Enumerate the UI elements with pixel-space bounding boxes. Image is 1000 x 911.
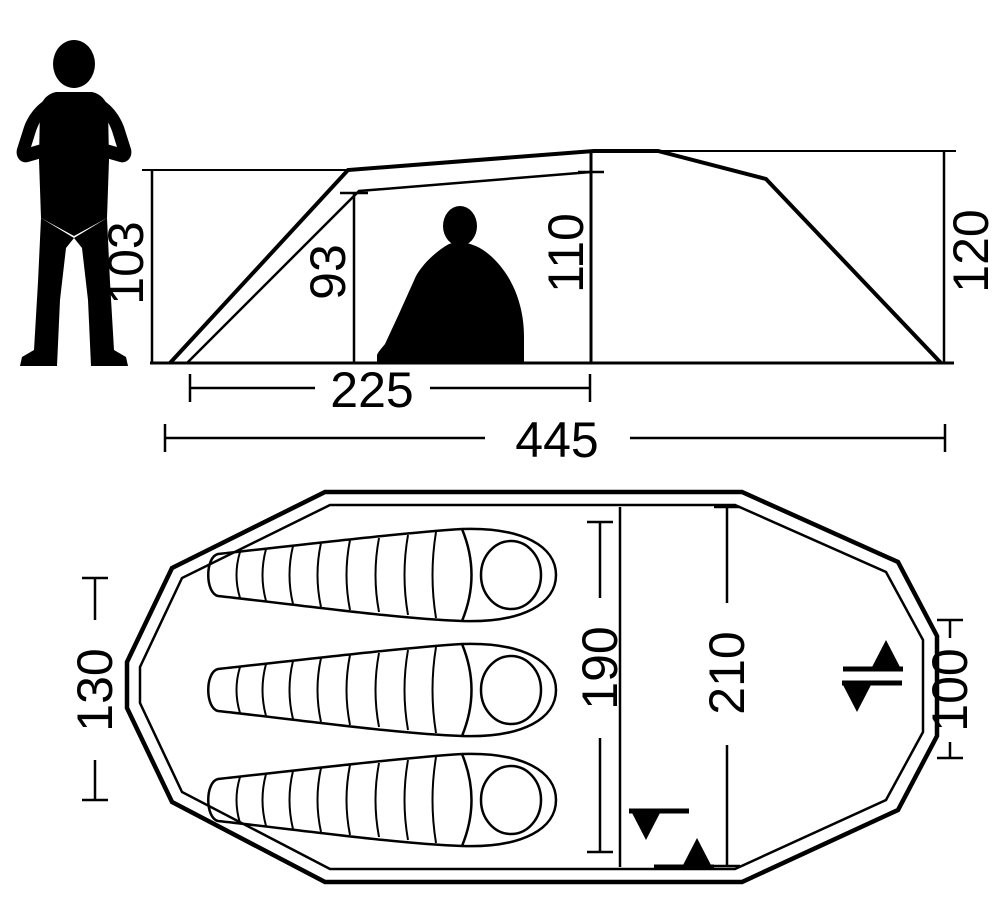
standing-person-left-arm	[16, 95, 55, 163]
door-arrow-down-icon	[631, 811, 661, 840]
dimension-103-label: 103	[98, 221, 154, 304]
door-arrows-bottom	[629, 808, 714, 870]
dimension-190-label: 190	[572, 626, 628, 709]
tent-outer-profile	[168, 149, 943, 365]
door-arrow-down-icon	[842, 683, 872, 712]
door-arrow-up-icon	[682, 838, 712, 867]
floor-plan: 130 190 210 100	[67, 489, 978, 885]
door-arrows-right	[842, 640, 903, 712]
sitting-person-body	[377, 242, 524, 362]
dimension-130-label: 130	[67, 648, 123, 731]
sitting-person-head	[443, 206, 477, 246]
dimension-width-130: 130	[67, 576, 123, 802]
standing-person-head	[53, 40, 95, 88]
dimension-210-label: 210	[699, 631, 755, 714]
dimension-height-110: 110	[538, 170, 604, 293]
dimension-height-120: 120	[660, 150, 999, 363]
standing-person-silhouette	[16, 40, 132, 366]
side-view: 103 93 110 120 225	[98, 149, 999, 468]
dimension-length-445: 445	[163, 412, 947, 468]
dimension-100-label: 100	[922, 648, 978, 731]
dimension-width-210: 210	[699, 505, 755, 868]
sitting-person-silhouette	[377, 206, 524, 362]
dimension-225-label: 225	[330, 362, 413, 418]
dimension-445-label: 445	[515, 412, 598, 468]
dimension-height-93: 93	[300, 191, 368, 363]
door-arrow-up-icon	[871, 640, 901, 669]
dimension-93-label: 93	[300, 244, 356, 300]
dimension-120-label: 120	[943, 209, 999, 292]
dimension-depth-100: 100	[922, 618, 978, 760]
dimension-width-190: 190	[572, 520, 628, 854]
standing-person-right-arm	[93, 95, 132, 163]
standing-person-torso	[39, 92, 109, 236]
floor-plan-inner-outline	[138, 503, 925, 871]
floor-plan-outer-outline	[124, 489, 940, 885]
standing-person-right-leg	[74, 218, 128, 366]
dimension-110-label: 110	[538, 213, 594, 293]
tent-inner-profile	[186, 170, 592, 364]
dimension-height-103: 103	[98, 169, 348, 363]
standing-person-left-leg	[20, 218, 74, 366]
dimension-length-225: 225	[188, 362, 592, 418]
